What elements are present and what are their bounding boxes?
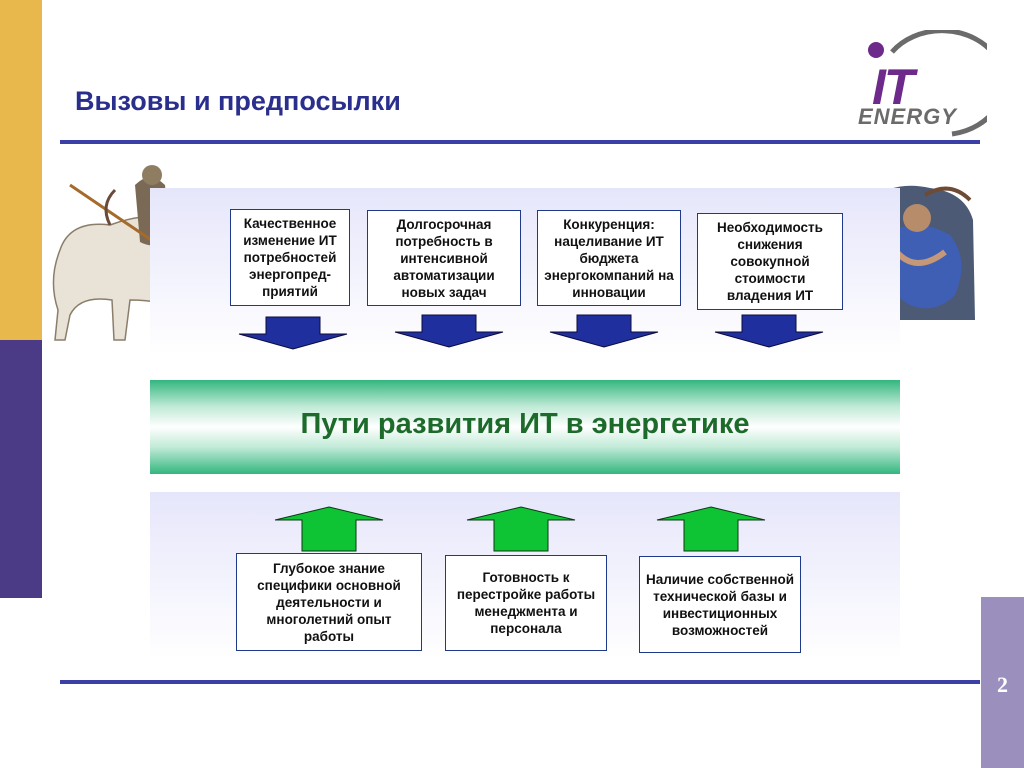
slide-title: Вызовы и предпосылки xyxy=(75,86,401,116)
challenge-box-3: Конкуренция: нацеливание ИТ бюджета энер… xyxy=(537,210,681,306)
up-arrow-icon-2 xyxy=(466,506,576,552)
bottom-divider xyxy=(60,680,980,684)
prerequisite-box-2: Готовность к перестройке работы менеджме… xyxy=(445,555,607,651)
center-band xyxy=(150,380,900,474)
challenge-text-3: Конкуренция: нацеливание ИТ бюджета энер… xyxy=(544,216,674,300)
prerequisite-box-3: Наличие собственной технической базы и и… xyxy=(639,556,801,653)
logo-text-it: IT xyxy=(872,59,914,115)
challenge-text-4: Необходимость снижения совокупной стоимо… xyxy=(717,220,823,303)
challenge-box-1: Качественное изменение ИТ потребностей э… xyxy=(230,209,350,306)
challenge-text-2: Долгосрочная потребность в интенсивной а… xyxy=(393,216,495,300)
left-accent-bar-yellow xyxy=(0,0,42,340)
down-arrow-icon-4 xyxy=(714,314,824,348)
up-arrow-icon-3 xyxy=(656,506,766,552)
up-arrow-icon-1 xyxy=(274,506,384,552)
down-arrow-icon-1 xyxy=(238,316,348,350)
logo-text-energy: ENERGY xyxy=(858,104,957,129)
page-number-bar xyxy=(981,597,1024,768)
it-energy-logo: IT ENERGY xyxy=(852,30,987,140)
challenge-box-4: Необходимость снижения совокупной стоимо… xyxy=(697,213,843,310)
center-title: Пути развития ИТ в энергетике xyxy=(300,408,750,440)
prerequisite-box-1: Глубокое знание специфики основной деяте… xyxy=(236,553,422,651)
prerequisite-text-1: Глубокое знание специфики основной деяте… xyxy=(257,560,401,644)
down-arrow-icon-3 xyxy=(549,314,659,348)
page-number: 2 xyxy=(997,672,1008,697)
down-arrow-icon-2 xyxy=(394,314,504,348)
left-accent-bar-purple xyxy=(0,340,42,598)
challenge-text-1: Качественное изменение ИТ потребностей э… xyxy=(243,216,337,299)
prerequisite-text-3: Наличие собственной технической базы и и… xyxy=(645,571,795,638)
challenge-box-2: Долгосрочная потребность в интенсивной а… xyxy=(367,210,521,306)
logo-arc-icon xyxy=(868,30,987,137)
title-divider xyxy=(60,140,980,144)
prerequisite-text-2: Готовность к перестройке работы менеджме… xyxy=(456,570,596,636)
